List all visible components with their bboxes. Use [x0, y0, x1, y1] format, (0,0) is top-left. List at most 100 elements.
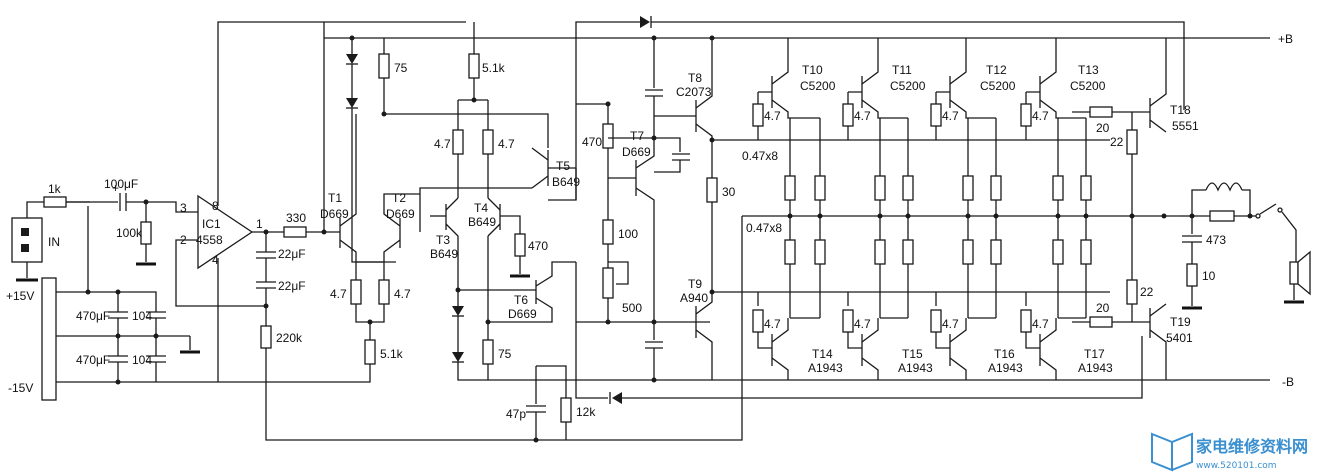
resistor-12k	[560, 397, 572, 423]
resistor-30-label: 30	[722, 185, 736, 199]
ic-pin8: 8	[212, 199, 219, 213]
t9-name: T9	[688, 277, 702, 291]
t8-part: C2073	[676, 85, 712, 99]
t8-name: T8	[688, 71, 702, 85]
ic1-name: IC1	[202, 217, 221, 231]
resistor-47-t10-label: 4.7	[764, 109, 781, 123]
t17-part: A1943	[1078, 361, 1113, 375]
resistor-12k-label: 12k	[576, 405, 596, 419]
resistor-330-label: 330	[286, 211, 306, 225]
watermark-site: 家电维修资料网	[1196, 437, 1308, 456]
resistor-100-label: 100	[618, 227, 638, 241]
t9-part: A940	[680, 291, 708, 305]
resistor-75-b	[482, 339, 494, 365]
power-supply-section: +15V -15V 470μF 470μF 104 104	[6, 206, 218, 401]
resistor-47-t13-label: 4.7	[1032, 109, 1049, 123]
t4-name: T4	[474, 201, 488, 215]
minus-b-label: -B	[1282, 375, 1294, 389]
t16-name: T16	[994, 347, 1015, 361]
potentiometer-500-label: 500	[622, 301, 642, 315]
resistor-47-t11-label: 4.7	[854, 109, 871, 123]
t6-name: T6	[514, 293, 528, 307]
t19-name: T19	[1170, 315, 1191, 329]
capacitor-100uf-label: 100μF	[104, 177, 138, 191]
resistor-470-a-label: 470	[528, 239, 548, 253]
resistor-20-b-label: 20	[1096, 301, 1110, 315]
t5-part: B649	[552, 175, 580, 189]
potentiometer-500[interactable]	[602, 267, 614, 299]
t17-name: T17	[1084, 347, 1105, 361]
resistor-22-b-label: 22	[1140, 285, 1154, 299]
resistor-20-a	[1089, 106, 1113, 118]
ic-pin3: 3	[180, 201, 187, 215]
relay-contact	[1255, 213, 1261, 219]
protection-transistors: 20 T18 5551 22 22 20 T19 5401	[1072, 38, 1199, 380]
t18-part: 5551	[1172, 119, 1199, 133]
t14-part: A1943	[808, 361, 843, 375]
resistor-75-a	[378, 53, 390, 79]
capacitor-470uf-a-label: 470μF	[76, 309, 110, 323]
resistor-22-b	[1126, 279, 1138, 305]
capacitor-22uf-a-label: 22μF	[278, 247, 306, 261]
resistor-47-t17	[1020, 309, 1032, 333]
resistor-47-t15-label: 4.7	[854, 317, 871, 331]
resistor-47-t16	[930, 309, 942, 333]
resistor-51k-b	[364, 339, 376, 365]
t2-name: T2	[392, 191, 406, 205]
resistor-22-a-label: 22	[1110, 135, 1124, 149]
bias-driver-stage: +B 470 100 500 T7 D669	[575, 16, 1294, 404]
t14-name: T14	[812, 347, 833, 361]
resistor-47-t12-label: 4.7	[942, 109, 959, 123]
ic1-opamp: IC1 4558 2 8 4 1	[175, 21, 466, 382]
r047x8-top-label: 0.47x8	[742, 149, 778, 163]
resistor-51k-a	[468, 53, 480, 79]
resistor-47-t11	[842, 103, 854, 127]
output-pair-3: 4.7 T12 C5200 4.7 T16 A1943	[930, 38, 1023, 380]
resistor-75-b-label: 75	[498, 347, 512, 361]
output-pair-1: 4.7 T10 C5200 4.7 T14 A1943	[752, 38, 843, 380]
resistor-20-b	[1089, 316, 1113, 328]
resistor-47-d-label: 4.7	[394, 287, 411, 301]
svg-text:+: +	[112, 181, 119, 195]
resistor-47-t14-label: 4.7	[764, 317, 781, 331]
resistor-75-a-label: 75	[394, 61, 408, 75]
resistor-47-t17-label: 4.7	[1032, 317, 1049, 331]
plus15v-label: +15V	[6, 289, 34, 303]
resistor-1k-label: 1k	[48, 182, 62, 196]
resistor-100k-label: 100k	[116, 226, 143, 240]
t3-part: B649	[430, 247, 458, 261]
t19-part: 5401	[1166, 331, 1193, 345]
resistor-220k-label: 220k	[276, 331, 303, 345]
r047x8-mid-label: 0.47x8	[746, 221, 782, 235]
ic-pin4: 4	[212, 253, 219, 267]
t1-part: D669	[320, 207, 349, 221]
resistor-47-t12	[930, 103, 942, 127]
capacitor-47p-label: 47p	[506, 407, 526, 421]
output-inductor	[1205, 182, 1243, 192]
resistor-47-t13	[1020, 103, 1032, 127]
resistor-30	[706, 177, 718, 203]
resistor-470-b	[602, 123, 614, 149]
input-jack[interactable]	[11, 217, 43, 263]
t7-part: D669	[622, 145, 651, 159]
capacitor-473-label: 473	[1206, 233, 1226, 247]
output-pair-4: 4.7 T13 C5200 4.7 T17 A1943	[1020, 38, 1113, 380]
minus15v-label: -15V	[8, 381, 33, 395]
t18-name: T18	[1170, 103, 1191, 117]
resistor-47-c	[350, 279, 362, 305]
resistor-47-t10	[752, 103, 764, 127]
vas-stage: T6 D669 75 47p 12k	[452, 236, 596, 440]
t12-name: T12	[986, 63, 1007, 77]
output-stage: 0.47x8 0.47x8 4.7 T10 C5200 4.7	[742, 38, 1199, 380]
ic1-part: 4558	[196, 233, 223, 247]
t15-part: A1943	[898, 361, 933, 375]
t10-part: C5200	[800, 79, 836, 93]
resistor-47-a-label: 4.7	[434, 137, 451, 151]
capacitor-22uf-b-label: 22μF	[278, 279, 306, 293]
resistor-10-label: 10	[1202, 269, 1216, 283]
watermark-logo	[1151, 432, 1173, 472]
ic-pin1: 1	[256, 217, 263, 231]
t4-part: B649	[468, 215, 496, 229]
t13-part: C5200	[1070, 79, 1106, 93]
